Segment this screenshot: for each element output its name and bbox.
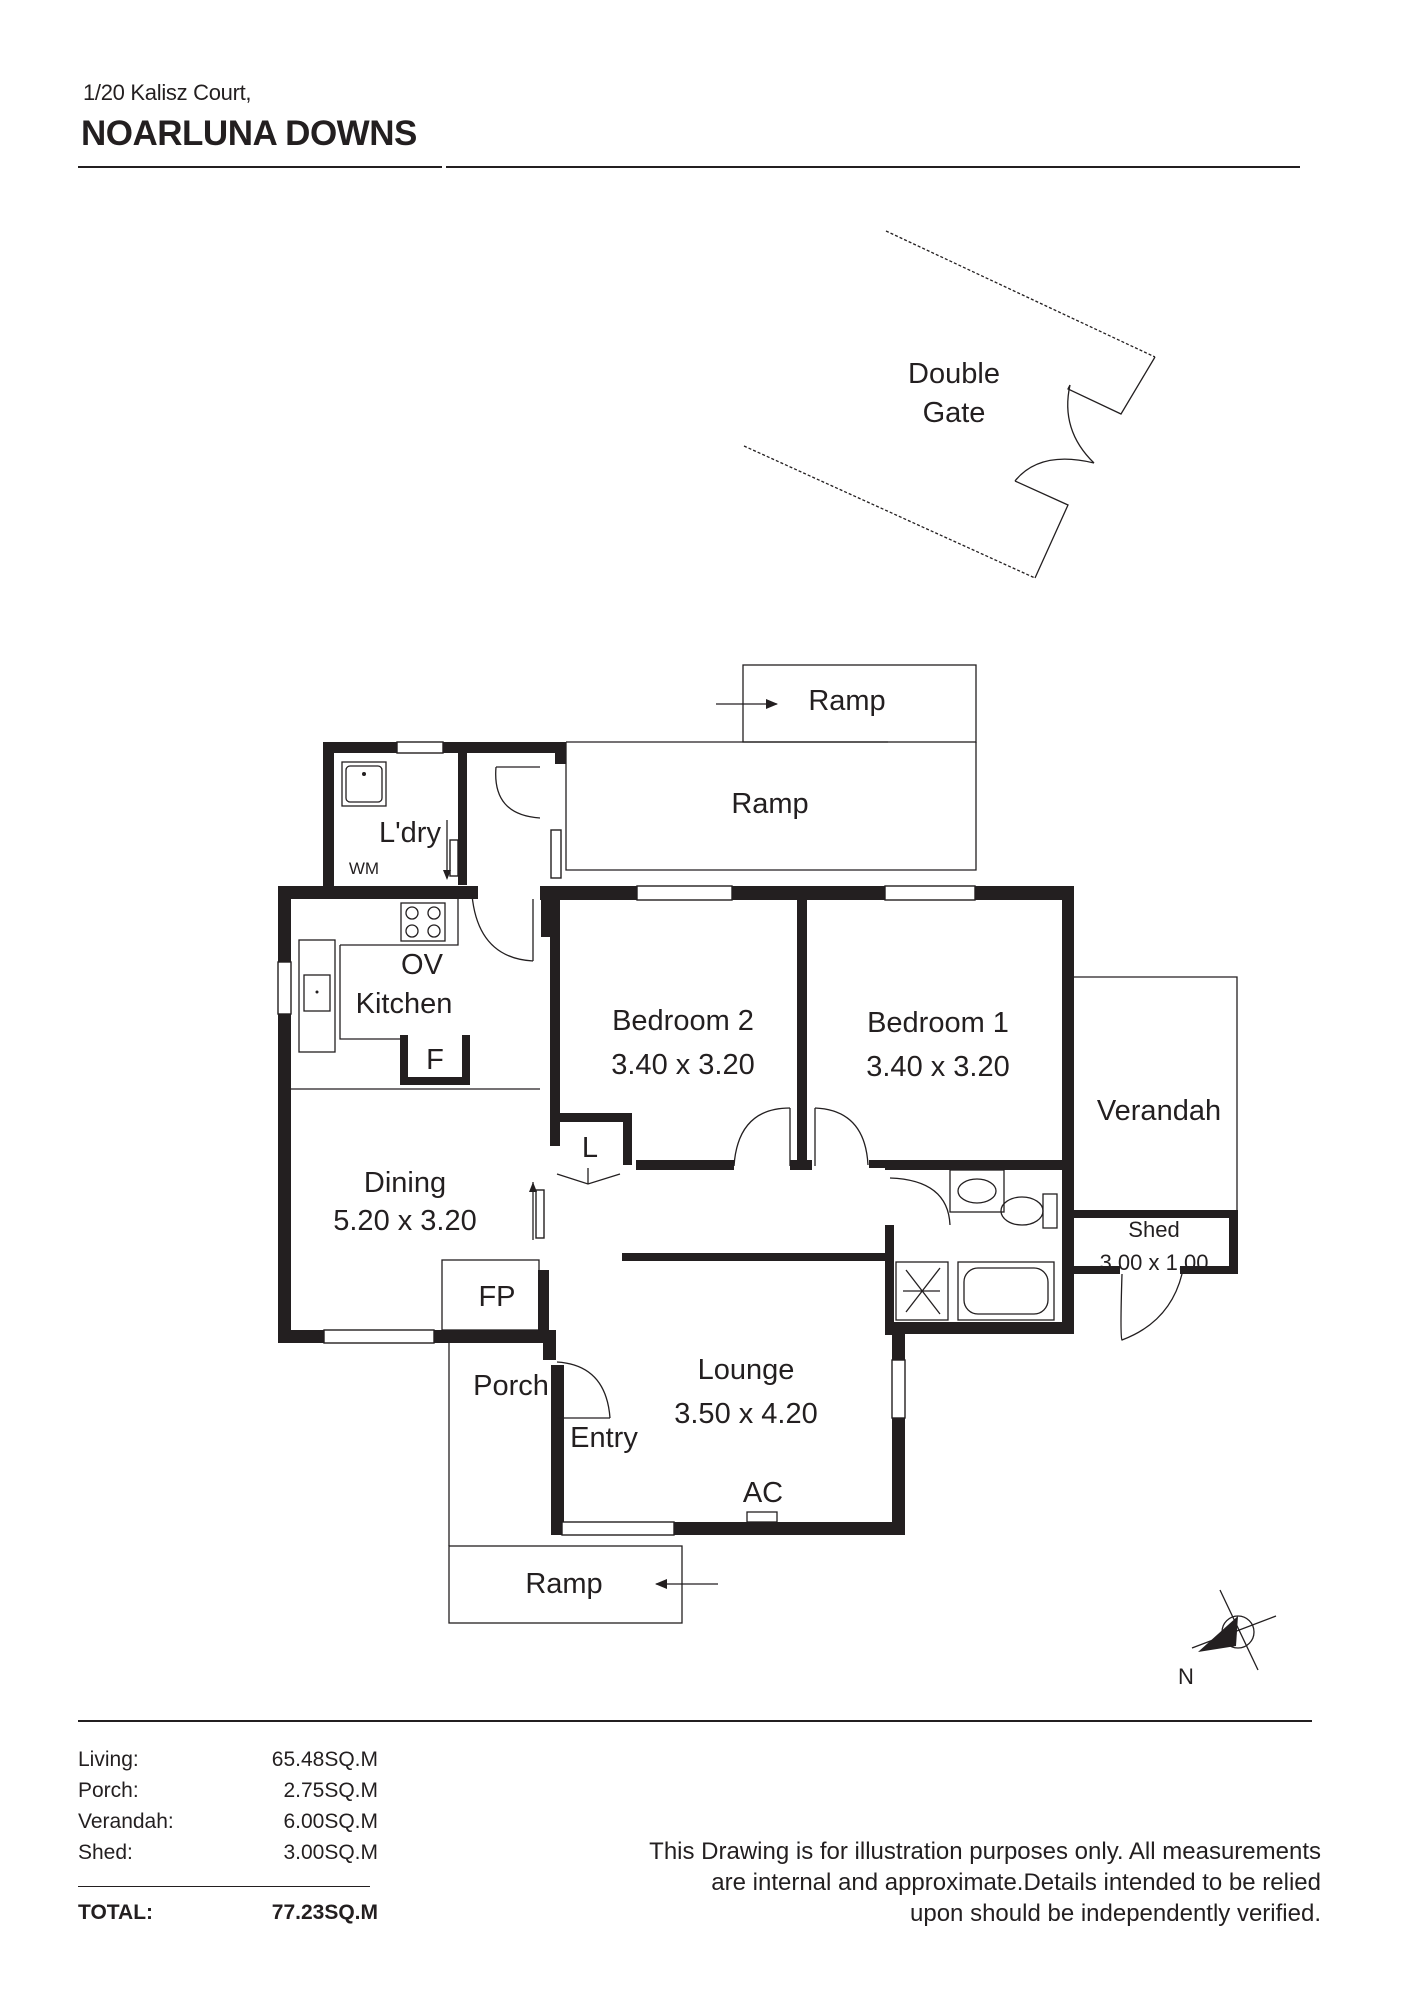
- area-total-rule: [78, 1886, 370, 1887]
- area-label: Verandah:: [78, 1810, 174, 1833]
- double-gate-boundary: Double Gate: [743, 230, 1156, 579]
- ramp-bottom-label: Ramp: [525, 1568, 602, 1600]
- disclaimer-line: This Drawing is for illustration purpose…: [649, 1838, 1321, 1865]
- porch-outline: Ramp: [448, 1340, 718, 1624]
- double-gate-label-line1: Double: [908, 358, 1000, 390]
- area-value: 3.00SQ.M: [283, 1841, 378, 1864]
- area-row-living: Living: 65.48SQ.M: [78, 1748, 378, 1779]
- laundry-label: L'dry: [379, 817, 441, 849]
- area-label: Shed:: [78, 1841, 133, 1864]
- room-labels: L'dry WM OV Kitchen F Bedroom 2 3.40 x 3…: [333, 817, 1208, 1509]
- ramp-top-label: Ramp: [808, 685, 885, 717]
- dining-size: 5.20 x 3.20: [333, 1205, 477, 1237]
- ramp-outlines: Ramp Ramp: [565, 664, 977, 871]
- washing-machine-label: WM: [349, 859, 379, 878]
- north-label: N: [1178, 1664, 1194, 1689]
- kitchen-label: Kitchen: [356, 988, 453, 1020]
- porch-label: Porch: [473, 1370, 549, 1402]
- area-value: 65.48SQ.M: [271, 1748, 378, 1771]
- area-label: Porch:: [78, 1779, 139, 1802]
- fireplace-label: FP: [478, 1281, 515, 1313]
- verandah-outline: Verandah: [1072, 976, 1238, 1210]
- footer-rule: [78, 1720, 1312, 1722]
- area-label: Living:: [78, 1748, 139, 1771]
- bedroom2-name: Bedroom 2: [612, 1005, 754, 1037]
- shed-name: Shed: [1128, 1217, 1179, 1242]
- shed-size: 3.00 x 1.00: [1100, 1250, 1209, 1275]
- header-rule-right: [446, 166, 1300, 168]
- fridge-label: F: [426, 1044, 444, 1076]
- double-gate-label-line2: Gate: [923, 397, 986, 429]
- lounge-name: Lounge: [698, 1354, 795, 1386]
- bedroom1-size: 3.40 x 3.20: [866, 1051, 1010, 1083]
- aircon-label: AC: [743, 1477, 783, 1509]
- dining-name: Dining: [364, 1167, 446, 1199]
- linen-label: L: [582, 1132, 598, 1164]
- property-address: 1/20 Kalisz Court,: [83, 80, 252, 105]
- area-row-porch: Porch: 2.75SQ.M: [78, 1779, 378, 1810]
- disclaimer-line: are internal and approximate.Details int…: [711, 1869, 1321, 1896]
- area-schedule: Living: 65.48SQ.M Porch: 2.75SQ.M Verand…: [78, 1748, 378, 1872]
- area-row-shed: Shed: 3.00SQ.M: [78, 1841, 378, 1872]
- oven-label: OV: [401, 949, 444, 981]
- verandah-label: Verandah: [1097, 1095, 1221, 1127]
- header-rule-left: [78, 166, 442, 168]
- bedroom2-size: 3.40 x 3.20: [611, 1049, 755, 1081]
- doors: [443, 766, 1183, 1419]
- area-value: 6.00SQ.M: [283, 1810, 378, 1833]
- fixtures: [291, 761, 1058, 1523]
- entry-label: Entry: [570, 1422, 638, 1454]
- disclaimer: This Drawing is for illustration purpose…: [561, 1836, 1321, 1929]
- area-value: 2.75SQ.M: [283, 1779, 378, 1802]
- windows: [277, 741, 976, 1536]
- area-row-verandah: Verandah: 6.00SQ.M: [78, 1810, 378, 1841]
- property-suburb: NOARLUNA DOWNS: [81, 114, 417, 153]
- north-arrow-icon: N: [1178, 1589, 1277, 1689]
- lounge-size: 3.50 x 4.20: [674, 1398, 818, 1430]
- total-label: TOTAL:: [78, 1901, 154, 1924]
- disclaimer-line: upon should be independently verified.: [910, 1900, 1321, 1927]
- bedroom1-name: Bedroom 1: [867, 1007, 1009, 1039]
- ramp-upper-label: Ramp: [731, 788, 808, 820]
- total-value: 77.23SQ.M: [271, 1901, 378, 1924]
